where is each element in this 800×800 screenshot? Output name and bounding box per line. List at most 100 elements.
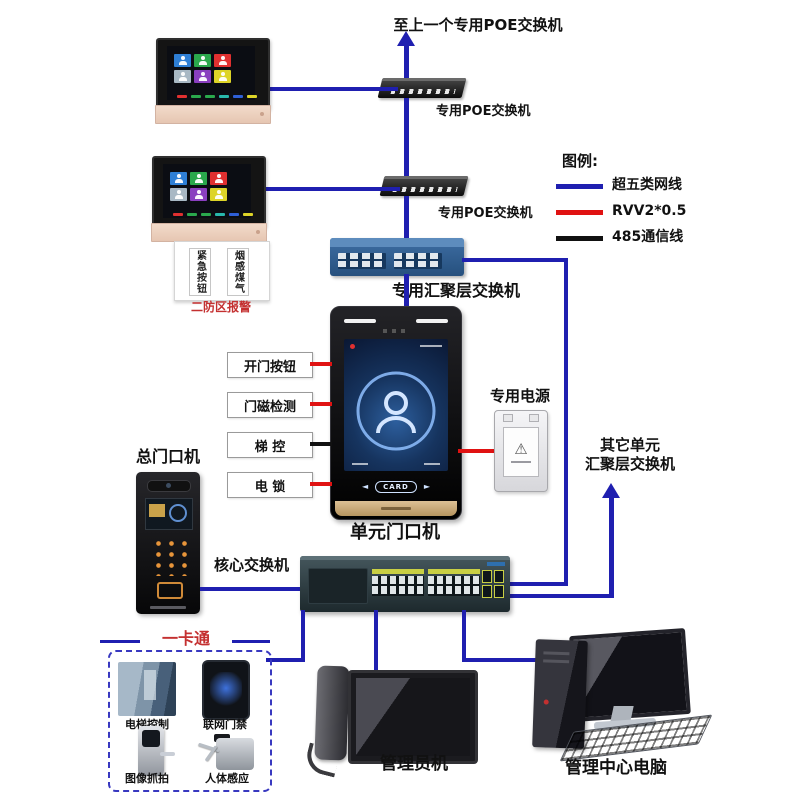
port-dots bbox=[392, 187, 458, 192]
defense-zone-label: 二防区报警 bbox=[190, 300, 251, 314]
port-grid bbox=[338, 253, 386, 269]
cable-agg-core-h2 bbox=[508, 582, 568, 586]
tag-text: 梯 控 bbox=[254, 439, 286, 455]
smart-lock-photo bbox=[138, 726, 175, 776]
cable-core-pc-h bbox=[462, 658, 538, 662]
input-tag-elevator-control: 梯 控 bbox=[227, 432, 313, 458]
wire-door-magnet bbox=[310, 402, 332, 406]
network-access-label: 联网门禁 bbox=[203, 718, 247, 731]
menu-tiles bbox=[174, 54, 231, 83]
video-preview bbox=[149, 504, 165, 517]
cable-core-pc-v bbox=[462, 610, 466, 662]
port-id-strip bbox=[428, 569, 480, 574]
power-supply-box: ⚠ bbox=[494, 410, 548, 492]
speaker-slit bbox=[344, 319, 376, 323]
door-station-screen bbox=[344, 339, 448, 471]
warning-icon: ⚠ bbox=[514, 439, 528, 458]
body-sensor-label: 人体感应 bbox=[205, 772, 249, 785]
legend-label-485: 485通信线 bbox=[612, 229, 684, 245]
cable-core-onecard-h bbox=[266, 658, 305, 662]
tile-icon bbox=[190, 172, 207, 185]
monitor-2-base bbox=[151, 223, 267, 242]
poe-switch-1-label: 专用POE交换机 bbox=[436, 104, 531, 119]
cable-core-manager bbox=[374, 610, 378, 672]
unit-door-station-label: 单元门口机 bbox=[350, 522, 440, 543]
menu-tiles bbox=[170, 172, 227, 201]
tile-icon bbox=[174, 54, 191, 67]
port-grid bbox=[428, 576, 480, 596]
cable-poe2-agg bbox=[404, 196, 409, 242]
port-id-strip bbox=[372, 569, 424, 574]
legend-swatch-cat5e bbox=[556, 184, 603, 189]
cable-agg-core-v bbox=[564, 258, 568, 586]
tag-text: 门磁检测 bbox=[243, 399, 296, 415]
tile-icon bbox=[194, 70, 211, 83]
port-grid bbox=[372, 576, 424, 596]
core-switch-label: 核心交换机 bbox=[214, 556, 290, 574]
face-recognition-ring-icon bbox=[356, 371, 436, 451]
input-tag-door-magnet: 门磁检测 bbox=[227, 392, 313, 418]
wire-open-button bbox=[310, 362, 332, 366]
speaker-icon: ◄ bbox=[361, 482, 369, 491]
core-switch bbox=[300, 556, 510, 612]
indoor-monitor-2 bbox=[152, 156, 266, 228]
other-unit-note: 其它单元 汇聚层交换机 bbox=[566, 436, 694, 474]
speaker-slit bbox=[416, 319, 448, 323]
cable-core-otherunit-h bbox=[508, 594, 614, 598]
card-reader-icon bbox=[157, 582, 183, 599]
wire-elevator-control bbox=[310, 442, 332, 446]
blank-panel bbox=[308, 568, 368, 604]
brand-strip bbox=[335, 501, 457, 516]
cable-core-otherunit-v bbox=[609, 496, 614, 596]
cable-core-onecard-v bbox=[301, 610, 305, 662]
cable-uplink bbox=[404, 44, 409, 96]
keypad bbox=[150, 536, 187, 576]
power-supply-label: 专用电源 bbox=[489, 387, 550, 405]
wire-electric-lock bbox=[310, 482, 332, 486]
brand-badge bbox=[487, 562, 505, 566]
tag-text: 开门按钮 bbox=[243, 359, 296, 375]
cable-agg-core-h1 bbox=[462, 258, 568, 262]
tile-icon bbox=[170, 188, 187, 201]
legend-swatch-rvv bbox=[556, 210, 603, 215]
monitor-screen bbox=[163, 164, 253, 218]
port-dots bbox=[390, 89, 456, 94]
tile-icon bbox=[210, 172, 227, 185]
aggregation-switch bbox=[330, 238, 464, 276]
arrow-up-icon bbox=[602, 483, 620, 498]
elevator-control-photo bbox=[118, 662, 176, 716]
smoke-gas-tag: 烟感煤气 bbox=[227, 248, 249, 296]
legend-swatch-485 bbox=[556, 236, 603, 241]
speaker-icon: ► bbox=[423, 482, 431, 491]
legend-title: 图例: bbox=[562, 152, 598, 170]
uplink-note: 至上一个专用POE交换机 bbox=[393, 16, 563, 34]
poe-switch-2 bbox=[379, 176, 469, 196]
cable-mainstation-core bbox=[200, 587, 304, 591]
camera-dots bbox=[383, 329, 409, 333]
arrow-up-icon bbox=[397, 31, 415, 46]
monitor-screen bbox=[167, 46, 257, 100]
touch-buttons bbox=[173, 213, 253, 216]
other-unit-line2: 汇聚层交换机 bbox=[584, 454, 675, 473]
touch-buttons bbox=[177, 95, 257, 98]
cable-agg-doorstation bbox=[404, 274, 409, 308]
manager-screen bbox=[348, 670, 478, 764]
rec-dot-icon bbox=[350, 344, 355, 349]
tag-text: 电 锁 bbox=[254, 479, 286, 495]
other-unit-line1: 其它单元 bbox=[599, 436, 660, 454]
indoor-monitor-1 bbox=[156, 38, 270, 110]
tile-icon bbox=[194, 54, 211, 67]
cable-monitor1-poe1 bbox=[266, 87, 398, 91]
tile-icon bbox=[214, 70, 231, 83]
onecard-group-box bbox=[108, 650, 272, 792]
turnstile-body bbox=[216, 738, 254, 770]
port-grid bbox=[394, 253, 442, 269]
onecard-title: 一卡通 bbox=[140, 629, 232, 649]
status-text-line bbox=[420, 345, 442, 347]
main-door-station bbox=[136, 472, 200, 614]
legend-label-rvv: RVV2*0.5 bbox=[612, 203, 687, 219]
card-swipe-zone: ◄ CARD ► bbox=[331, 481, 461, 493]
tile-icon bbox=[170, 172, 187, 185]
aggregation-switch-label: 专用汇聚层交换机 bbox=[392, 281, 521, 300]
